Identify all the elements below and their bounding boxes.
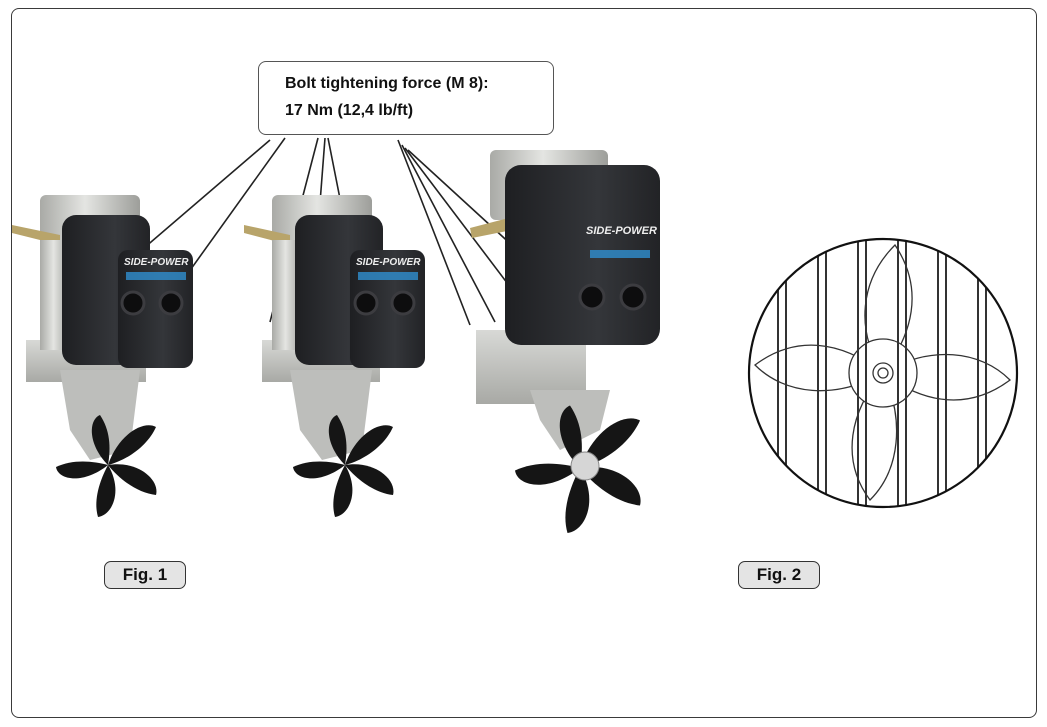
thruster-3: SIDE-POWER xyxy=(470,150,660,533)
svg-text:SIDE-POWER: SIDE-POWER xyxy=(356,257,421,268)
fig-2-label: Fig. 2 xyxy=(738,561,820,589)
thruster-1: SIDE-POWER xyxy=(12,195,193,517)
svg-text:SIDE-POWER: SIDE-POWER xyxy=(124,257,189,268)
fig2-propeller-grid xyxy=(747,237,1019,509)
document-frame xyxy=(11,8,1037,718)
callout-line-1: Bolt tightening force (M 8): xyxy=(285,75,489,92)
thruster-2: SIDE-POWER xyxy=(244,195,425,517)
svg-text:SIDE-POWER: SIDE-POWER xyxy=(586,225,657,237)
callout-line-2: 17 Nm (12,4 lb/ft) xyxy=(285,102,414,119)
fig-1-label: Fig. 1 xyxy=(104,561,186,589)
bolt-torque-callout: Bolt tightening force (M 8): 17 Nm (12,4… xyxy=(258,61,554,135)
